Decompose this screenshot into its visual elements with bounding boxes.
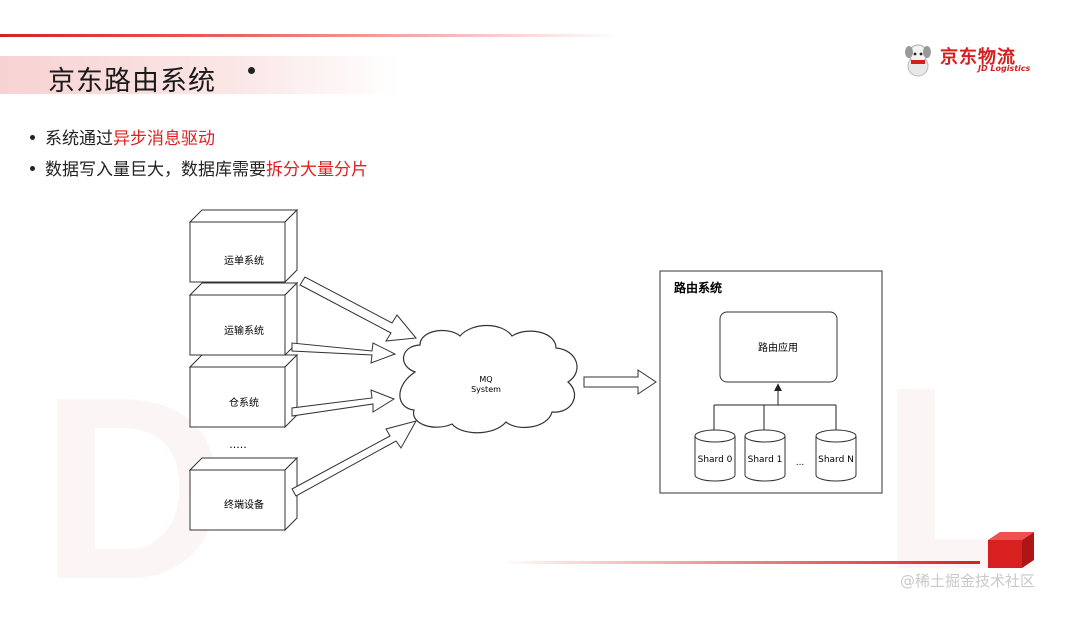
block-arrow-to-routing: [583, 369, 657, 395]
jd-dog-mascot-icon: [905, 44, 931, 77]
shard-db: Shard N: [815, 429, 857, 482]
source-label: 运单系统: [224, 254, 264, 267]
source-box-transport: 运输系统: [188, 281, 299, 357]
bullet-dot: [30, 165, 35, 171]
bullet-text: 系统通过: [45, 129, 113, 149]
shard-db: Shard 0: [694, 429, 736, 482]
source-box-warehouse: 仓系统: [188, 353, 299, 429]
title-band: [0, 56, 400, 94]
source-label: 仓系统: [229, 396, 259, 409]
shard-label: Shard 0: [698, 455, 733, 465]
shards-ellipsis: ...: [796, 458, 805, 468]
bullet-item: 系统通过异步消息驱动: [30, 124, 215, 149]
block-arrow: [291, 342, 397, 364]
sources-ellipsis: .....: [229, 438, 246, 451]
routing-title: 路由系统: [674, 280, 722, 295]
bullet-highlight: 拆分大量分片: [266, 160, 368, 180]
mq-label: MQ: [479, 375, 492, 384]
source-label: 运输系统: [224, 324, 264, 337]
logo-subname: JD Logistics: [978, 64, 1031, 73]
shard-label: Shard 1: [748, 455, 783, 465]
shard-db: Shard 1: [744, 429, 786, 482]
routing-app-box: [719, 311, 838, 383]
block-arrow: [291, 420, 418, 497]
block-arrows: [291, 276, 418, 497]
shard-connectors: [713, 383, 837, 432]
shard-label: Shard N: [818, 455, 854, 465]
logo-name: 京东物流: [940, 47, 1016, 68]
bullet-item: 数据写入量巨大，数据库需要拆分大量分片: [30, 155, 368, 180]
bullet-text: 数据写入量巨大，数据库需要: [45, 160, 266, 180]
bullet-dot: [30, 134, 35, 140]
bullet-highlight: 异步消息驱动: [113, 129, 215, 149]
source-box-terminal: 终端设备: [188, 456, 299, 532]
block-arrow: [299, 276, 417, 342]
block-arrow: [291, 389, 396, 417]
architecture-diagram: 运单系统 运输系统 仓系统 ..... 终端设备 MQ System 路由系统: [188, 208, 883, 532]
mq-cloud: MQ System: [399, 325, 578, 434]
routing-system-box: 路由系统 路由应用 Shard 0 Shard 1 ... Shard N: [659, 270, 883, 494]
watermark: @稀土掘金技术社区: [900, 572, 1036, 590]
header-accent-line: [0, 34, 620, 37]
source-label: 终端设备: [224, 498, 264, 511]
background-letter-l: L: [880, 334, 1039, 624]
page-title: 京东路由系统: [48, 66, 216, 97]
routing-app-label: 路由应用: [758, 341, 798, 354]
source-box-waybill: 运单系统: [188, 208, 299, 284]
footer-accent-line: [500, 561, 980, 564]
jd-logistics-logo: 京东物流 JD Logistics: [898, 42, 1038, 78]
mq-label: System: [471, 385, 501, 394]
title-dot: [248, 67, 255, 74]
red-cube-decoration: [988, 532, 1034, 568]
